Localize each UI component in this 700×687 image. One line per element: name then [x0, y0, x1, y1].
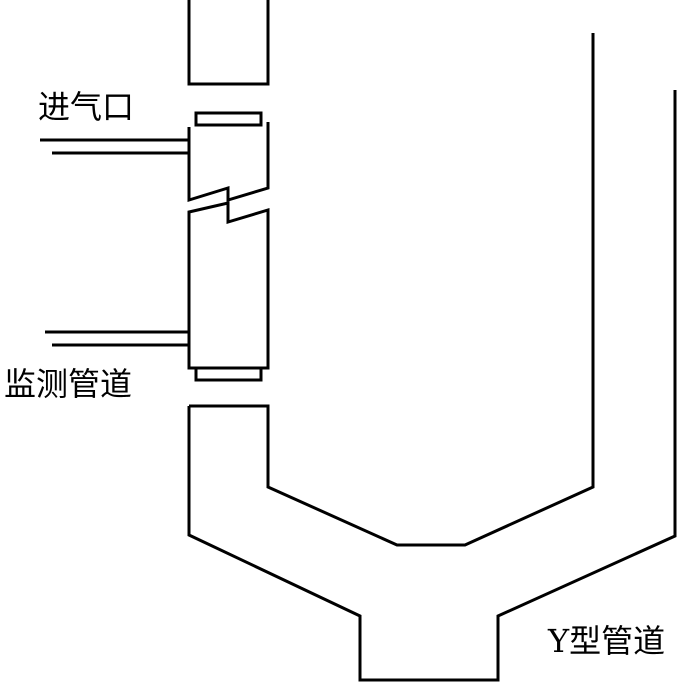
upper-tube [187, 0, 270, 86]
lower-section [187, 201, 270, 370]
upper-section [187, 122, 270, 203]
y-pipe-outer [187, 90, 677, 682]
monitor-pipe-line [45, 330, 189, 347]
inlet-label: 进气口 [38, 88, 134, 126]
inlet-pipe [40, 138, 189, 155]
monitor-pipe-label: 监测管道 [4, 365, 132, 403]
y-pipe-inner [189, 33, 595, 547]
y-pipe-label: Y型管道 [547, 622, 665, 660]
lower-cap [194, 366, 263, 382]
upper-cap [194, 111, 263, 127]
